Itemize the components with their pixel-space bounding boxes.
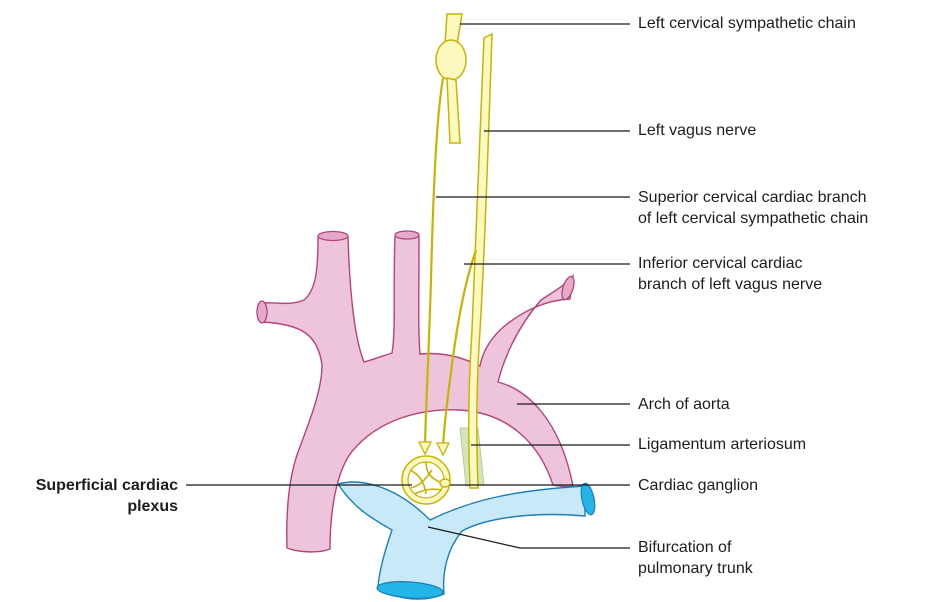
cardiac-ganglion [440,479,450,487]
right-subclavian-opening [257,301,267,323]
label-superior-cervical-cardiac-branch: Superior cervical cardiac branch of left… [638,187,868,229]
inferior-branch-arrow [437,443,449,455]
label-bifurcation-of-pulmonary-trunk: Bifurcation of pulmonary trunk [638,537,753,579]
label-superficial-cardiac-plexus: Superficial cardiac plexus [36,475,178,517]
label-arch-of-aorta: Arch of aorta [638,394,730,415]
label-inferior-cervical-cardiac-branch: Inferior cervical cardiac branch of left… [638,253,822,295]
pulmonary-trunk-body [338,482,585,599]
superior-cervical-ganglion [436,40,466,80]
superior-branch-arrow [419,442,431,454]
label-ligamentum-arteriosum: Ligamentum arteriosum [638,434,806,455]
label-cardiac-ganglion: Cardiac ganglion [638,475,758,496]
sympathetic-chain-lower [447,78,460,143]
left-carotid-opening [395,231,419,239]
label-left-vagus-nerve: Left vagus nerve [638,120,756,141]
pulmonary-trunk [338,482,597,600]
label-left-cervical-sympathetic-chain: Left cervical sympathetic chain [638,13,856,34]
brachiocephalic-opening [318,232,348,241]
